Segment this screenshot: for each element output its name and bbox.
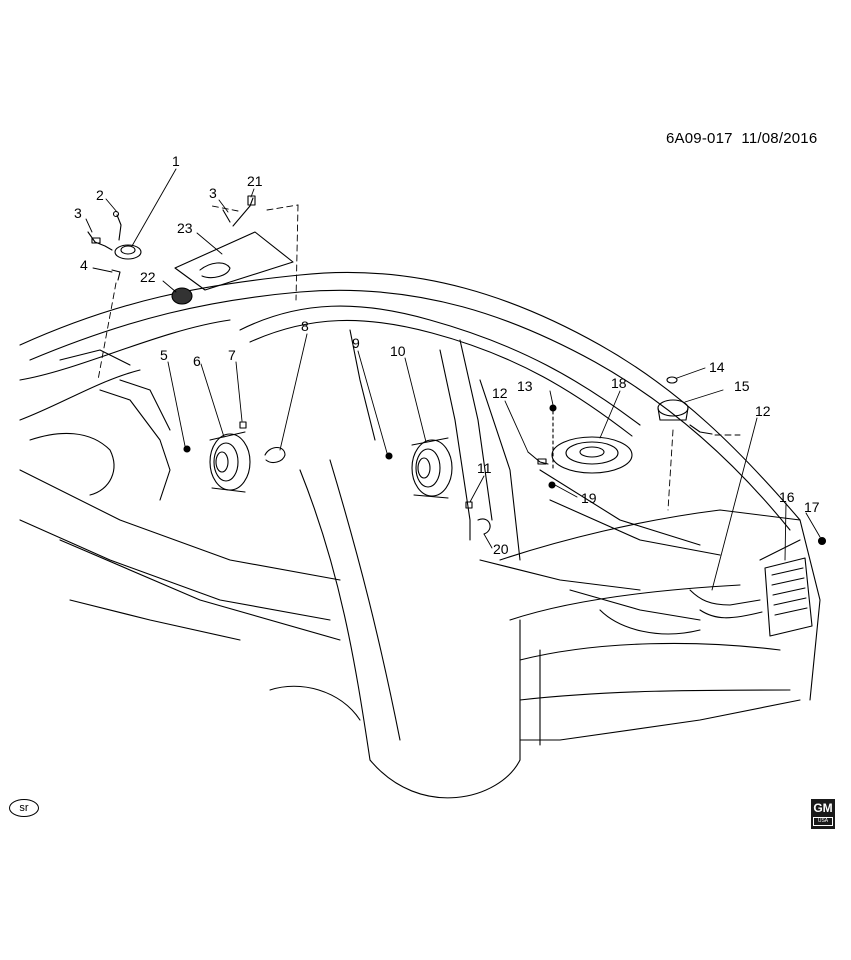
vehicle-body — [19, 271, 821, 799]
callout-3a: 3 — [74, 205, 82, 221]
callout-7: 7 — [228, 347, 236, 363]
callout-18: 18 — [611, 375, 627, 391]
callout-12a: 12 — [492, 385, 508, 401]
callout-13: 13 — [517, 378, 533, 394]
part-clip-7 — [239, 421, 247, 429]
gm-logo-text: GM — [813, 801, 833, 815]
callout-9: 9 — [352, 335, 360, 351]
part-clip-11 — [465, 501, 473, 509]
part-wire-20 — [477, 518, 491, 535]
callout-10: 10 — [390, 343, 406, 359]
part-screw-2 — [112, 210, 122, 241]
callout-16: 16 — [779, 489, 795, 505]
leader-lines — [85, 168, 821, 591]
gm-logo-sub: USA — [813, 817, 833, 826]
part-nut-19 — [548, 481, 556, 489]
callout-20: 20 — [493, 541, 509, 557]
part-screw-13 — [549, 404, 557, 471]
part-connector-12a — [527, 451, 549, 465]
callout-11: 11 — [477, 460, 492, 476]
part-connector-3 — [87, 231, 113, 251]
diagram-date: 11/08/2016 — [741, 130, 818, 147]
part-nut-17 — [817, 536, 827, 546]
part-speaker-15 — [657, 399, 689, 421]
callout-22: 22 — [140, 269, 156, 285]
callout-6: 6 — [193, 353, 201, 369]
callout-19: 19 — [581, 490, 597, 506]
gm-logo: GM USA — [811, 799, 835, 829]
part-pad-22 — [171, 287, 193, 305]
callout-1: 1 — [172, 153, 180, 169]
callout-14: 14 — [709, 359, 725, 375]
callout-3b: 3 — [209, 185, 217, 201]
part-connector-12b — [689, 424, 713, 435]
part-tweeter-1 — [114, 244, 142, 260]
diagram-header: 6A09-017 11/08/2016 — [666, 130, 817, 147]
assembly-guide-lines — [97, 204, 741, 511]
part-speaker-10 — [411, 437, 453, 499]
part-screw-5 — [183, 445, 191, 453]
callout-8: 8 — [301, 318, 309, 334]
callout-12b: 12 — [755, 403, 771, 419]
callout-21: 21 — [247, 173, 263, 189]
part-fastener-4 — [111, 269, 121, 281]
callout-5: 5 — [160, 347, 168, 363]
callout-labels: 1 2 3 4 3 21 23 22 5 6 7 8 9 10 11 20 12… — [74, 153, 820, 557]
part-amplifier-16 — [689, 557, 813, 637]
part-speaker-18 — [551, 436, 633, 474]
part-wire-8 — [264, 446, 286, 464]
sr-badge: sr — [9, 799, 39, 817]
callout-2: 2 — [96, 187, 104, 203]
part-cap-14 — [666, 376, 678, 384]
diagram-id: 6A09-017 — [666, 130, 733, 147]
callout-17: 17 — [804, 499, 820, 515]
part-speaker-6 — [209, 431, 251, 493]
part-trim-panel-23 — [174, 231, 294, 291]
callout-4: 4 — [80, 257, 88, 273]
callout-23: 23 — [177, 220, 193, 236]
callout-15: 15 — [734, 378, 750, 394]
part-screw-9 — [385, 452, 393, 460]
